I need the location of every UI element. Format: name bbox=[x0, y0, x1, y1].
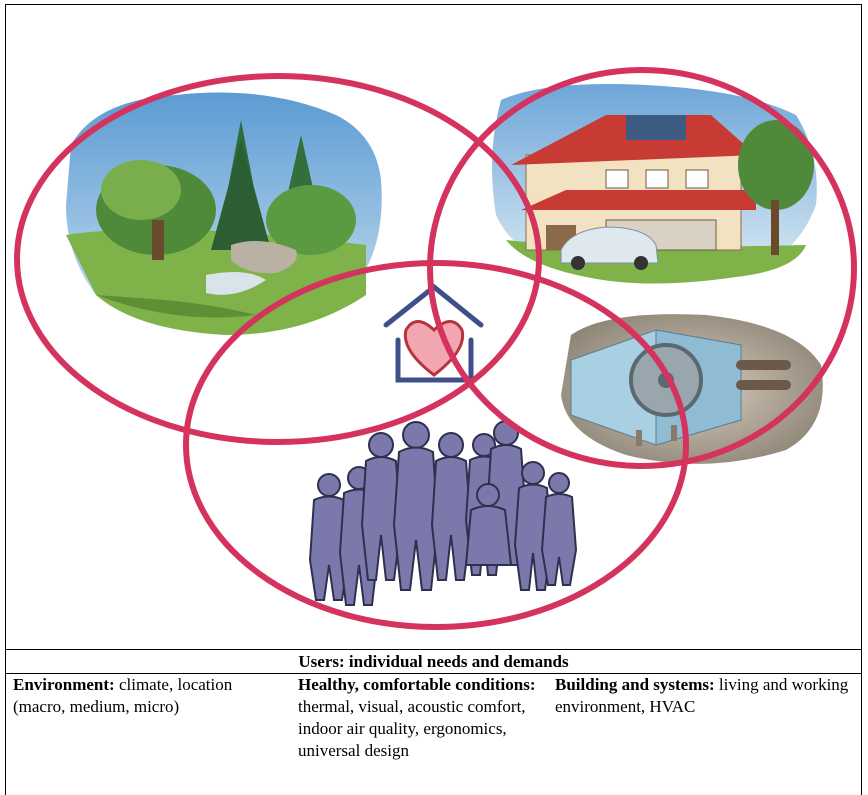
cell-text: climate, location (macro, medium, micro) bbox=[13, 675, 233, 716]
person-silhouette bbox=[430, 432, 473, 581]
house-illustration bbox=[492, 84, 817, 284]
venn-diagram bbox=[14, 67, 857, 630]
environment-cell: Environment: climate, location (macro, m… bbox=[13, 674, 283, 718]
cell-label: Building and systems: bbox=[555, 675, 715, 694]
users-row: Users: individual needs and demands bbox=[5, 649, 862, 674]
cell-text: thermal, visual, acoustic comfort, indoo… bbox=[298, 697, 526, 760]
cell-label: Environment: bbox=[13, 675, 115, 694]
building-cell: Building and systems: living and working… bbox=[555, 674, 860, 718]
conditions-cell: Healthy, comfortable conditions: thermal… bbox=[298, 674, 550, 762]
landscape-illustration bbox=[66, 92, 382, 335]
venn-rings bbox=[14, 67, 857, 630]
figure-frame bbox=[5, 4, 862, 795]
person-silhouette bbox=[464, 483, 513, 566]
person-silhouette bbox=[360, 432, 403, 581]
users-ring bbox=[183, 260, 689, 630]
heart-house-icon bbox=[383, 283, 484, 383]
building-systems-ring bbox=[427, 67, 857, 469]
person-silhouette bbox=[540, 472, 578, 586]
environment-ring bbox=[14, 73, 542, 445]
person-silhouette bbox=[513, 461, 553, 591]
people-silhouettes bbox=[308, 420, 578, 606]
hvac-unit-illustration bbox=[561, 314, 823, 464]
cell-label: Healthy, comfortable conditions: bbox=[298, 675, 536, 694]
person-silhouette bbox=[308, 473, 350, 601]
person-silhouette bbox=[392, 421, 440, 591]
cell-text: living and working environment, HVAC bbox=[555, 675, 849, 716]
description-cells: Environment: climate, location (macro, m… bbox=[5, 674, 862, 795]
